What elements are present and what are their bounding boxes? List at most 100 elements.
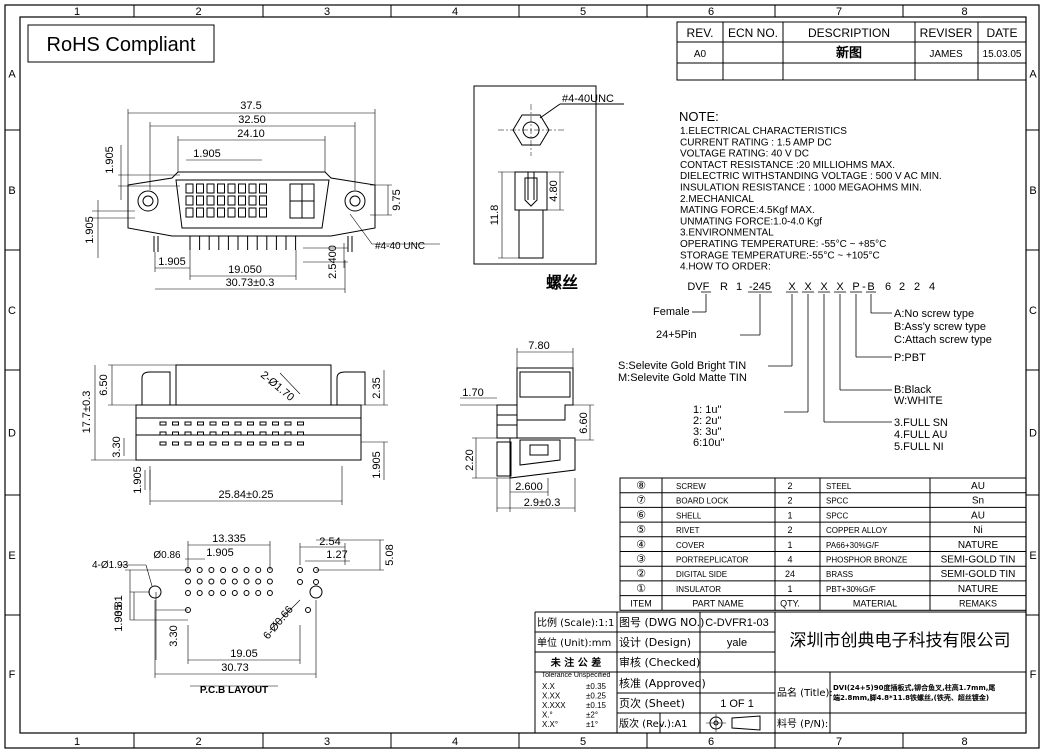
top-pin-tail bbox=[197, 431, 204, 436]
top-pin-tail bbox=[297, 421, 304, 426]
contact-pin bbox=[206, 183, 215, 194]
top-pin-tail bbox=[247, 441, 254, 446]
pcb-hole bbox=[297, 579, 303, 585]
frame-row-label: A bbox=[8, 69, 16, 81]
top-pin-tail bbox=[197, 421, 204, 426]
order-code-char: - bbox=[862, 281, 866, 293]
bom-qty: 1 bbox=[787, 540, 792, 550]
callout-label: #4-40UNC bbox=[562, 93, 614, 105]
order-code-char: 2 bbox=[899, 281, 905, 293]
rev-header: ECN NO. bbox=[728, 26, 778, 40]
bom-header: MATERIAL bbox=[853, 599, 897, 609]
contact-pin bbox=[185, 183, 194, 194]
dim-label: 1.905 bbox=[113, 604, 125, 632]
dim-label: 1.27 bbox=[326, 549, 347, 561]
top-pin-tail bbox=[259, 421, 267, 426]
bom-remarks: SEMI-GOLD TIN bbox=[941, 569, 1016, 580]
dim-label: 6.60 bbox=[578, 412, 590, 433]
top-pin-tail bbox=[222, 431, 229, 436]
pcb-hole bbox=[220, 590, 227, 596]
dim-label: 30.73±0.3 bbox=[226, 277, 275, 289]
dim-label: 1.70 bbox=[462, 387, 483, 399]
top-pin-tail bbox=[284, 431, 292, 436]
bom-header: PART NAME bbox=[692, 599, 744, 609]
contact-pin bbox=[227, 183, 236, 194]
pcb-hole bbox=[220, 567, 227, 573]
contact-pin bbox=[206, 195, 215, 206]
frame-row-label: B bbox=[8, 185, 15, 197]
order-code-char: DV bbox=[687, 281, 703, 293]
contact-pin bbox=[217, 183, 225, 194]
top-pin-tail bbox=[234, 421, 242, 426]
bom-qty: 2 bbox=[787, 525, 792, 535]
top-pin-tail bbox=[209, 431, 217, 436]
bom-remarks: NATURE bbox=[958, 540, 999, 551]
frame-row-label: F bbox=[9, 669, 16, 681]
frame-col-label: 3 bbox=[324, 736, 330, 748]
contact-pin bbox=[259, 207, 267, 218]
note-line: UNMATING FORCE:1.0-4.0 Kgf bbox=[680, 216, 822, 227]
dim-label: 1.905 bbox=[158, 256, 186, 268]
pcb-hole bbox=[297, 567, 303, 573]
contact-pin bbox=[196, 183, 204, 194]
bom-remarks: AU bbox=[971, 510, 985, 521]
dim-label: 2.9±0.3 bbox=[524, 497, 561, 509]
contact-pin bbox=[196, 195, 204, 206]
bom-item: ④ bbox=[636, 538, 646, 551]
tb-dwg-no: C-DVFR1-03 bbox=[705, 617, 769, 629]
bom-part-name: DIGITAL SIDE bbox=[676, 570, 727, 579]
bom-item: ⑦ bbox=[636, 494, 646, 507]
order-color: W:WHITE bbox=[894, 395, 943, 407]
frame-col-label: 2 bbox=[195, 6, 201, 18]
pcb-title: P.C.B LAYOUT bbox=[200, 685, 268, 696]
bom-qty: 2 bbox=[787, 496, 792, 506]
top-pin-tail bbox=[159, 421, 167, 426]
top-pin-tail bbox=[197, 441, 204, 446]
frame-row-label: D bbox=[8, 428, 16, 440]
order-finish: 5.FULL NI bbox=[894, 441, 944, 453]
pcb-hole bbox=[255, 567, 262, 573]
tb-scale: 比例 (Scale):1:1 bbox=[537, 616, 614, 629]
bom-part-name: SCREW bbox=[676, 482, 706, 491]
pcb-hole bbox=[243, 567, 250, 573]
bom-item: ③ bbox=[636, 553, 646, 566]
bom-header: QTY. bbox=[780, 599, 800, 609]
order-code-char: 6 bbox=[885, 281, 891, 293]
bom-material: BRASS bbox=[826, 570, 853, 579]
order-code-char: X bbox=[804, 281, 812, 293]
pcb-hole bbox=[255, 590, 262, 596]
bom-part-name: SHELL bbox=[676, 511, 702, 520]
pcb-hole bbox=[313, 579, 319, 585]
top-pin-tail bbox=[259, 431, 267, 436]
rev-header: DESCRIPTION bbox=[808, 26, 890, 40]
dim-label: 6.50 bbox=[98, 374, 110, 395]
bom-remarks: SEMI-GOLD TIN bbox=[941, 555, 1016, 566]
contact-pin bbox=[248, 195, 257, 206]
top-pin-tail bbox=[247, 431, 254, 436]
tb-company: 深圳市创典电子科技有限公司 bbox=[790, 631, 1011, 651]
pcb-hole bbox=[231, 590, 238, 596]
callout-label: #4-40 UNC bbox=[375, 241, 425, 252]
pcb-hole bbox=[231, 578, 238, 585]
contact-pin bbox=[217, 195, 225, 206]
top-pin-tail bbox=[234, 431, 242, 436]
tb-sheet-label: 页次 (Sheet) bbox=[619, 696, 685, 710]
rohs-text: RoHS Compliant bbox=[47, 34, 196, 56]
frame-row-label: C bbox=[8, 305, 16, 317]
tb-approved-label: 核准 (Approved) bbox=[619, 676, 706, 690]
order-thickness: 3: 3u" bbox=[693, 426, 721, 438]
bom-item: ⑥ bbox=[636, 508, 646, 521]
top-pin-tail bbox=[222, 421, 229, 426]
top-pin-tail bbox=[172, 431, 179, 436]
dim-label: 1.905 bbox=[206, 547, 234, 559]
top-pin-tail bbox=[272, 441, 279, 446]
dim-label: Ø0.86 bbox=[153, 550, 181, 561]
tb-tol-key: X.° bbox=[542, 711, 553, 720]
top-pin-tail bbox=[234, 441, 242, 446]
tb-tol-val: ±2° bbox=[586, 711, 598, 720]
